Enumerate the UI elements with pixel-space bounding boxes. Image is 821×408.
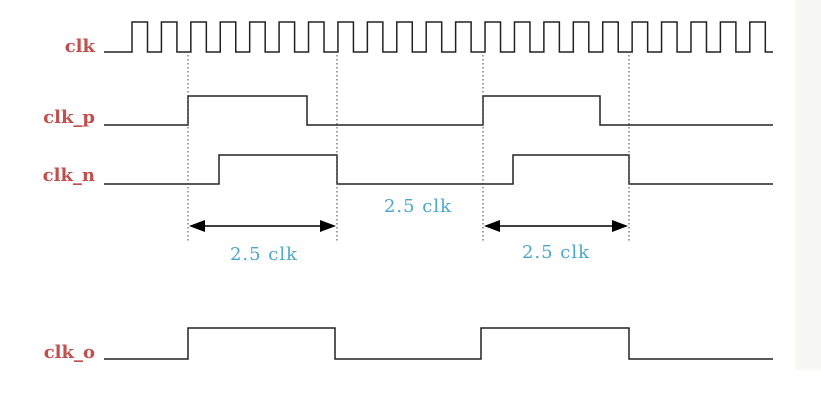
diagram-background	[0, 0, 795, 370]
right-edge-strip	[795, 0, 821, 370]
span-label-1: 2.5 clk	[230, 244, 298, 265]
label-clk-o: clk_o	[44, 342, 95, 363]
span-arrow-1	[189, 220, 336, 232]
clk-p-waveform	[104, 95, 773, 126]
clk-waveform	[104, 21, 773, 53]
span-label-3: 2.5 clk	[522, 242, 590, 263]
label-clk-p: clk_p	[43, 107, 95, 128]
clk-o-waveform	[104, 327, 773, 360]
label-clk-n: clk_n	[43, 165, 95, 186]
clk-n-waveform	[104, 154, 773, 185]
span-arrow-2	[484, 220, 628, 232]
span-label-2: 2.5 clk	[384, 196, 452, 217]
label-clk: clk	[65, 36, 96, 57]
